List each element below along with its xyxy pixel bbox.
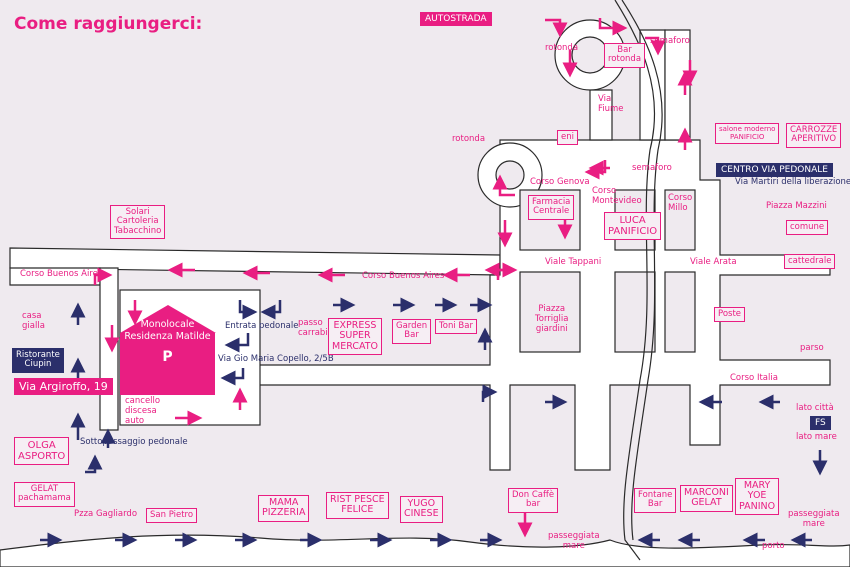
turn-arrows-navy [85, 300, 498, 474]
label-corso-millo: Corso Millo [668, 193, 693, 213]
poi-poste[interactable]: Poste [714, 307, 746, 323]
label-pzza-gagliardo: Pzza Gagliardo [74, 509, 138, 519]
page-title: Come raggiungerci: [14, 14, 203, 34]
home-body: Monolocale Residenza Matilde P [120, 319, 215, 395]
route-arrows-navy [40, 297, 828, 548]
poi-cattedrale[interactable]: cattedrale [784, 254, 836, 270]
poi-solari[interactable]: Solari Cartoleria Tabacchino [110, 205, 166, 240]
poi-olga[interactable]: OLGA ASPORTO [14, 437, 70, 465]
label-corso-buenos-left: Corso Buenos Aires [20, 269, 103, 279]
poi-farmacia[interactable]: Farmacia Centrale [528, 195, 575, 220]
parking-icon: P [162, 348, 173, 365]
label-via-fiume: Via Fiume [598, 94, 624, 114]
home-name-2: Residenza Matilde [124, 330, 211, 342]
poi-marconi[interactable]: MARCONI GELAT [680, 485, 733, 512]
poi-luca[interactable]: LUCA PANIFICIO [604, 212, 662, 240]
label-casa-gialla: casa gialla [22, 311, 45, 331]
poi-express[interactable]: EXPRESS SUPER MERCATO [328, 318, 383, 356]
label-ristorante: Ristorante Ciupin [12, 348, 64, 373]
label-centro: CENTRO VIA PEDONALE [716, 163, 833, 177]
poi-toni[interactable]: Toni Bar [435, 319, 477, 335]
poi-bar-rotonda[interactable]: Bar rotonda [604, 43, 646, 68]
poi-rist-pesce[interactable]: RIST PESCE FELICE [326, 492, 389, 519]
turn-arrows-pink [93, 18, 666, 285]
poi-eni[interactable]: eni [557, 130, 578, 146]
label-rotonda-top: rotonda [545, 43, 579, 53]
label-fs: FS [810, 416, 831, 430]
home-address: Via Argiroffo, 19 [14, 378, 113, 395]
label-corso-montevideo: Corso Montevideo [592, 186, 642, 206]
poi-panificio[interactable]: salone moderno PANIFICIO [715, 123, 780, 145]
poi-fontane[interactable]: Fontane Bar [634, 488, 677, 513]
label-lato-citta: lato città [796, 403, 834, 413]
poi-garden[interactable]: Garden Bar [392, 319, 432, 344]
autostrada-label: AUTOSTRADA [420, 12, 492, 26]
label-corso-buenos-mid: Corso Buenos Aires [362, 271, 445, 281]
home-marker[interactable]: Monolocale Residenza Matilde P [120, 305, 216, 395]
label-semaforo-top: semaforo [650, 36, 690, 46]
poi-carrozze[interactable]: CARROZZE APERITIVO [786, 123, 842, 148]
label-entrata: Entrata pedonale [225, 321, 299, 331]
poi-mama[interactable]: MAMA PIZZERIA [258, 495, 310, 522]
label-piazza-torriglia: Piazza Torriglia giardini [535, 304, 569, 334]
label-lato-mare: lato mare [796, 432, 837, 442]
label-martiri: Via Martiri della liberazione [735, 177, 850, 187]
label-rotonda-left: rotonda [452, 134, 486, 144]
label-viale-tappani: Viale Tappani [545, 257, 602, 267]
label-cancello: cancello discesa auto [125, 396, 161, 426]
poi-mary[interactable]: MARY YOE PANINO [735, 478, 780, 516]
label-corso-italia: Corso Italia [730, 373, 778, 383]
label-via-gio: Via Gio Maria Copello, 2/5B [218, 354, 334, 364]
home-roof [120, 305, 216, 333]
poi-don-caffe[interactable]: Don Caffè bar [508, 488, 559, 513]
label-passo-carrabile: passo carrabile [298, 318, 336, 338]
label-piazza-mazzini: Piazza Mazzini [766, 201, 827, 211]
label-passeggiata-mare-2: passeggiata mare [788, 509, 840, 529]
river [614, 0, 656, 561]
poi-san-pietro[interactable]: San Pietro [146, 508, 198, 524]
poi-comune[interactable]: comune [786, 220, 829, 236]
label-corso-genova: Corso Genova [530, 177, 590, 187]
poi-yugo[interactable]: YUGO CINESE [400, 496, 443, 523]
poi-gelat[interactable]: GELAT pachamama [14, 482, 75, 507]
label-parso: parso [800, 343, 824, 353]
label-passeggiata-mare: passeggiata mare [548, 531, 600, 551]
label-sottopassaggio: Sottopassaggio pedonale [80, 437, 188, 447]
label-porto: porto [762, 541, 785, 551]
label-viale-arata: Viale Arata [690, 257, 737, 267]
label-semaforo-mid: semaforo [632, 163, 672, 173]
home-name-1: Monolocale [140, 319, 195, 330]
